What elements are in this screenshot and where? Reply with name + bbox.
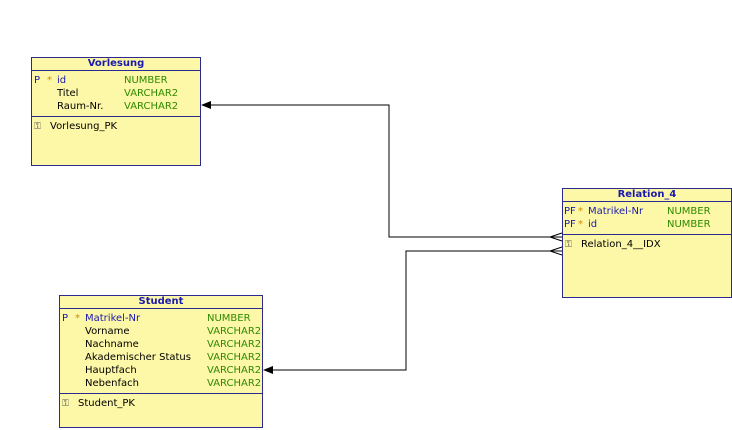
column-name: Vorname bbox=[85, 326, 130, 337]
column-type: VARCHAR2 bbox=[124, 88, 179, 99]
arrowhead-vorlesung bbox=[201, 101, 211, 109]
index-row[interactable]: ⚿ Relation_4__IDX bbox=[563, 238, 731, 252]
crowfoot-student bbox=[548, 246, 563, 256]
column-name: Matrikel-Nr bbox=[588, 206, 644, 217]
column-type: VARCHAR2 bbox=[207, 352, 262, 363]
column-row[interactable]: Vorname VARCHAR2 bbox=[60, 325, 262, 338]
mandatory-marker: * bbox=[75, 313, 80, 324]
column-name: Titel bbox=[57, 88, 79, 99]
column-row[interactable]: P * id NUMBER bbox=[32, 74, 200, 87]
column-row[interactable]: Nachname VARCHAR2 bbox=[60, 338, 262, 351]
column-row[interactable]: Nebenfach VARCHAR2 bbox=[60, 377, 262, 390]
column-row[interactable]: PF * id NUMBER bbox=[563, 218, 731, 231]
column-row[interactable]: PF * Matrikel-Nr NUMBER bbox=[563, 205, 731, 218]
column-type: VARCHAR2 bbox=[124, 101, 179, 112]
entity-relation-4[interactable]: Relation_4 PF * Matrikel-Nr NUMBER PF * … bbox=[562, 188, 732, 298]
column-list: P * Matrikel-Nr NUMBER Vorname VARCHAR2 … bbox=[60, 309, 262, 394]
column-name: Matrikel-Nr bbox=[85, 313, 141, 324]
index-row[interactable]: ⚿ Student_PK bbox=[60, 397, 262, 411]
column-type: VARCHAR2 bbox=[207, 326, 262, 337]
entity-student[interactable]: Student P * Matrikel-Nr NUMBER Vorname V… bbox=[59, 295, 263, 428]
column-row[interactable]: P * Matrikel-Nr NUMBER bbox=[60, 312, 262, 325]
key-icon: ⚿ bbox=[565, 240, 572, 250]
relationship-line-vorlesung[interactable] bbox=[210, 104, 562, 238]
column-name: Akademischer Status bbox=[85, 352, 191, 363]
key-marker: P bbox=[62, 313, 69, 324]
column-row[interactable]: Akademischer Status VARCHAR2 bbox=[60, 351, 262, 364]
relationship-line-student[interactable] bbox=[272, 250, 562, 371]
entity-vorlesung[interactable]: Vorlesung P * id NUMBER Titel VARCHAR2 R… bbox=[31, 57, 201, 166]
column-name: Hauptfach bbox=[85, 365, 137, 376]
index-row[interactable]: ⚿ Vorlesung_PK bbox=[32, 120, 200, 134]
arrowhead-student bbox=[263, 366, 273, 374]
column-type: VARCHAR2 bbox=[207, 378, 262, 389]
index-name: Relation_4__IDX bbox=[581, 239, 661, 250]
column-row[interactable]: Hauptfach VARCHAR2 bbox=[60, 364, 262, 377]
mandatory-marker: * bbox=[47, 75, 52, 86]
key-icon: ⚿ bbox=[34, 122, 41, 132]
column-list: PF * Matrikel-Nr NUMBER PF * id NUMBER bbox=[563, 202, 731, 235]
crowfoot-vorlesung bbox=[548, 232, 563, 242]
column-type: NUMBER bbox=[124, 75, 168, 86]
column-type: NUMBER bbox=[667, 206, 711, 217]
column-name: id bbox=[588, 219, 598, 230]
key-marker: P bbox=[34, 75, 41, 86]
index-name: Vorlesung_PK bbox=[50, 121, 118, 132]
mandatory-marker: * bbox=[578, 219, 583, 230]
column-type: NUMBER bbox=[667, 219, 711, 230]
entity-title: Student bbox=[60, 296, 262, 309]
column-name: Nachname bbox=[85, 339, 139, 350]
entity-title: Relation_4 bbox=[563, 189, 731, 202]
column-name: Raum-Nr. bbox=[57, 101, 104, 112]
index-name: Student_PK bbox=[78, 398, 135, 409]
column-row[interactable]: Raum-Nr. VARCHAR2 bbox=[32, 100, 200, 113]
column-name: Nebenfach bbox=[85, 378, 139, 389]
mandatory-marker: * bbox=[578, 206, 583, 217]
column-type: VARCHAR2 bbox=[207, 339, 262, 350]
key-icon: ⚿ bbox=[62, 399, 69, 409]
column-name: id bbox=[57, 75, 67, 86]
column-type: VARCHAR2 bbox=[207, 365, 262, 376]
key-marker: PF bbox=[564, 219, 576, 230]
column-list: P * id NUMBER Titel VARCHAR2 Raum-Nr. VA… bbox=[32, 71, 200, 117]
column-type: NUMBER bbox=[207, 313, 251, 324]
entity-title: Vorlesung bbox=[32, 58, 200, 71]
key-marker: PF bbox=[564, 206, 576, 217]
column-row[interactable]: Titel VARCHAR2 bbox=[32, 87, 200, 100]
